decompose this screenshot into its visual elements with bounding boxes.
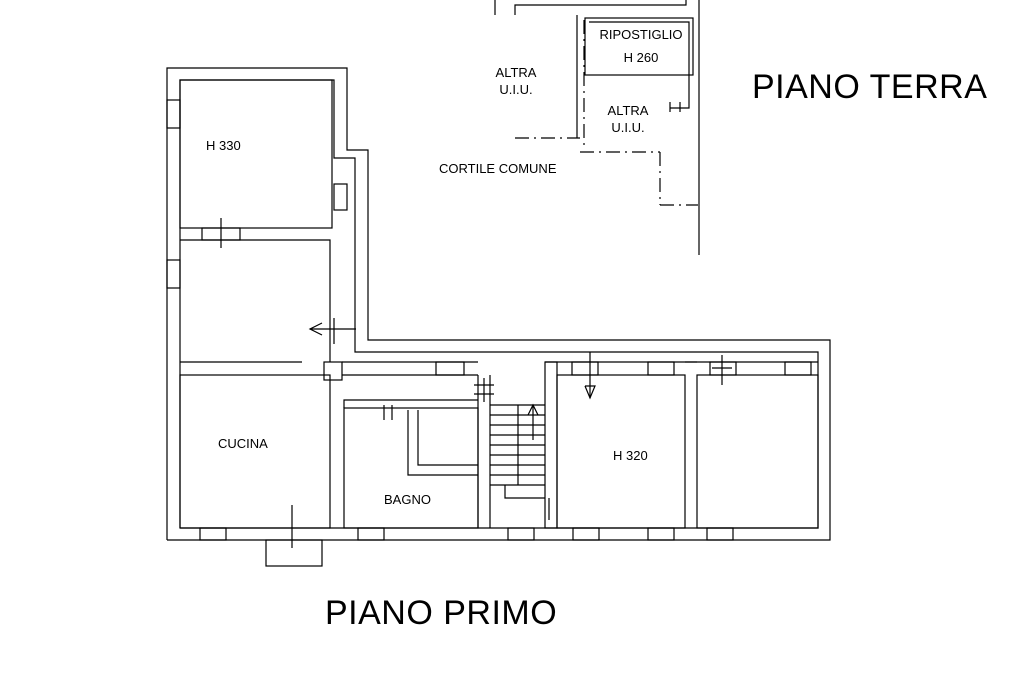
first-floor-outline <box>166 67 831 541</box>
label-room-right-height: H 320 <box>613 448 648 463</box>
staircase <box>490 403 545 499</box>
room-walls <box>179 79 819 567</box>
direction-arrow <box>308 318 356 344</box>
label-ripostiglio-name: RIPOSTIGLIO <box>599 27 683 42</box>
label-altra-uiu-right-line2: U.I.U. <box>611 120 645 135</box>
label-altra-uiu-right: ALTRA U.I.U. <box>596 102 660 136</box>
window-marks <box>166 99 812 548</box>
label-room-top-height: H 330 <box>206 138 241 153</box>
label-altra-uiu-left: ALTRA U.I.U. <box>484 64 548 98</box>
label-ripostiglio: RIPOSTIGLIO H 260 <box>589 26 693 66</box>
label-cucina: CUCINA <box>218 436 268 451</box>
ground-floor-outline <box>494 0 700 255</box>
label-bagno: BAGNO <box>384 492 431 507</box>
title-piano-terra: PIANO TERRA <box>752 68 988 106</box>
label-cortile-comune: CORTILE COMUNE <box>439 161 557 176</box>
label-ripostiglio-height: H 260 <box>623 50 659 65</box>
title-piano-primo: PIANO PRIMO <box>325 594 558 632</box>
label-altra-uiu-left-line2: U.I.U. <box>499 82 533 97</box>
label-altra-uiu-right-line1: ALTRA <box>607 103 649 118</box>
label-altra-uiu-left-line1: ALTRA <box>495 65 537 80</box>
